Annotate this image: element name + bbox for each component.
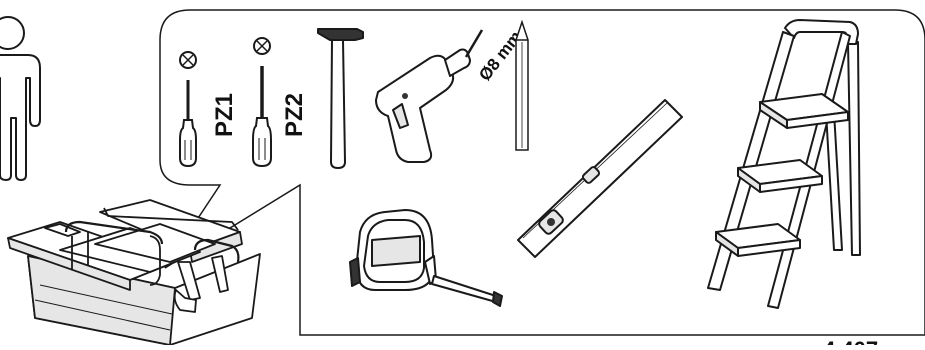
drill-body — [376, 56, 453, 162]
person-head — [0, 17, 24, 49]
spirit-level — [518, 100, 682, 257]
screwdriver-pz2 — [253, 38, 271, 166]
person-body — [0, 55, 40, 180]
tape-blade — [432, 276, 496, 302]
corner-code: 4 407 — [823, 337, 878, 345]
person-figure — [0, 17, 40, 180]
drill-chuck — [445, 50, 470, 77]
drill — [376, 30, 482, 162]
hammer — [318, 29, 363, 168]
screwdriver-1-label: PZ1 — [211, 93, 238, 137]
drill-bit — [466, 30, 482, 57]
pencil — [516, 22, 528, 150]
toolbox — [8, 200, 260, 345]
tape-lock — [372, 236, 420, 266]
tape-measure — [350, 210, 502, 306]
screwdriver-pz1 — [180, 52, 196, 166]
step-ladder — [708, 20, 860, 308]
screwdriver-2-label: PZ2 — [281, 93, 308, 137]
